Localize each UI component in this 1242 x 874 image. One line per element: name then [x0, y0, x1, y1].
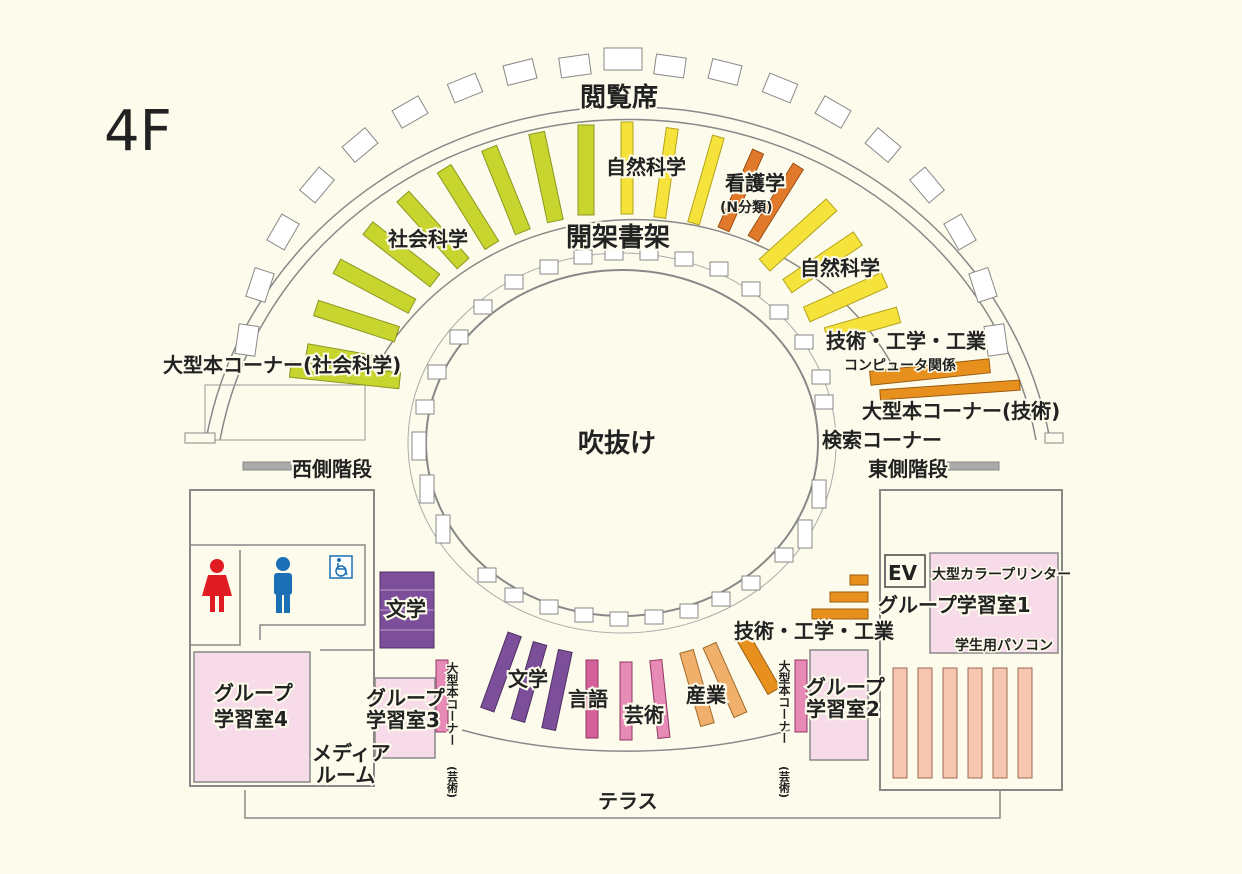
label-west-stairs: 西側階段	[292, 457, 372, 481]
label-media-room-line2: ルーム	[316, 763, 375, 787]
wheelchair-icon	[329, 555, 353, 579]
label-computer: コンピュータ関係	[844, 357, 956, 374]
label-student-pc: 学生用パソコン	[955, 637, 1053, 654]
shelves-language-arts	[435, 659, 808, 741]
literature-block-stripes	[380, 589, 434, 631]
label-reading-seats: 閲覧席	[580, 82, 658, 113]
group-rooms	[193, 552, 1059, 783]
label-group-room-4-line1: グループ	[214, 681, 294, 705]
shelves-tech	[737, 358, 1021, 696]
label-tech-eng-bottom: 技術・工学・工業	[734, 619, 895, 643]
floor-number: 4F	[104, 99, 172, 164]
label-language: 言語	[568, 687, 608, 711]
shelves-nursing	[717, 148, 805, 243]
label-oversize-arts-left: 大型本コーナー	[445, 661, 459, 746]
label-group-room-3-line2: 学習室3	[366, 708, 440, 732]
label-group-room-1: グループ学習室1	[878, 593, 1031, 617]
elevator-box	[884, 554, 926, 588]
group-room-4	[193, 651, 311, 783]
label-media-room-line1: メディア	[312, 741, 391, 765]
label-oversize-arts-right: 大型本コーナー	[777, 659, 791, 744]
label-industry: 産業	[686, 683, 727, 707]
label-group-room-2-line2: 学習室2	[806, 697, 880, 721]
label-group-room-3-line1: グループ	[366, 686, 446, 710]
shelves-natural-science	[620, 121, 902, 344]
label-east-stairs: 東側階段	[868, 457, 948, 481]
label-natural-science-top: 自然科学	[606, 155, 686, 179]
label-terrace: テラス	[598, 789, 658, 813]
group-room-3	[374, 677, 436, 759]
label-group-room-2-line1: グループ	[806, 675, 886, 699]
group-room-2	[809, 649, 869, 761]
label-open-stacks: 開架書架	[566, 223, 670, 253]
label-atrium: 吹抜け	[578, 429, 656, 459]
male-restroom-icon	[274, 557, 292, 613]
shelves-industry	[679, 641, 748, 728]
label-literature: 文学	[508, 667, 548, 691]
female-restroom-icon	[202, 559, 232, 612]
label-ev: EV	[888, 561, 918, 585]
search-desks	[411, 245, 834, 627]
label-social-science: 社会科学	[387, 227, 468, 251]
label-oversize-tech: 大型本コーナー(技術)	[862, 399, 1060, 423]
label-natural-science-right: 自然科学	[800, 256, 880, 280]
label-oversize-arts-left-sub: (芸術)	[446, 766, 460, 798]
label-group-room-4-line2: 学習室4	[214, 707, 288, 731]
label-oversize-social: 大型本コーナー(社会科学)	[163, 353, 401, 377]
label-arts: 芸術	[624, 703, 664, 727]
group-room-1	[929, 552, 1059, 654]
label-tech-eng-top: 技術・工学・工業	[826, 329, 987, 353]
label-nursing: 看護学	[725, 171, 785, 195]
label-color-printer: 大型カラープリンター	[932, 566, 1071, 583]
shelves-social-science	[288, 124, 595, 390]
label-oversize-arts-right-sub: (芸術)	[778, 766, 792, 798]
label-search-corner: 検索コーナー	[822, 428, 942, 452]
label-literature-block: 文学	[386, 597, 426, 621]
label-nursing-class: (N分類)	[720, 200, 773, 216]
building-outline	[184, 105, 1064, 819]
pc-desks	[892, 667, 1033, 779]
reading-desks	[234, 47, 1009, 357]
